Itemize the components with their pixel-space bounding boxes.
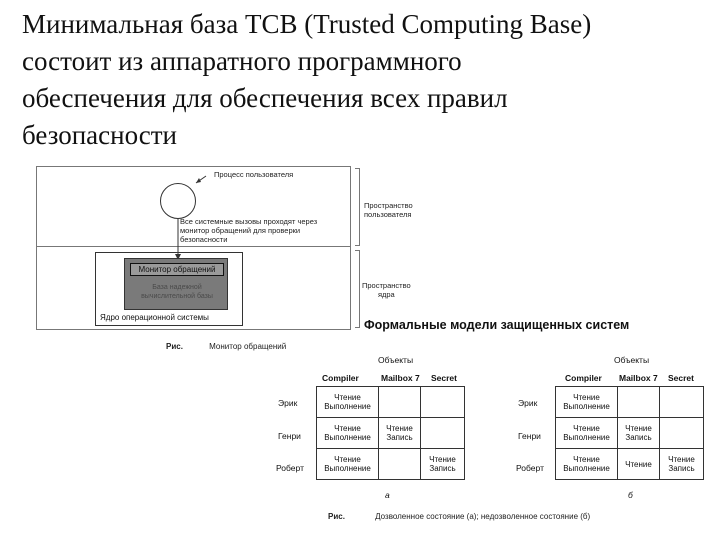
row-subject: Эрик [518,398,538,408]
row-subject: Роберт [516,463,544,473]
objects-label: Объекты [614,355,650,365]
slide-title: Минимальная база TCB (Trusted Computing … [22,6,712,154]
monitor-sublabel: База надежной вычислительной базы [128,284,226,301]
column-header: Mailbox 7 [619,373,658,383]
row-subject: Эрик [278,398,298,408]
diagram-frame [36,166,351,330]
diagram-arrows [175,175,207,260]
table-cell: Чтение [617,448,660,480]
title-line: состоит из аппаратного программного [22,46,462,76]
kernel-space-label: Пространство ядра [362,281,411,299]
table-cell [420,417,465,449]
monitor-sublabel-line: База надежной [152,284,202,291]
monitor-label: Монитор обращений [130,263,224,276]
matrix-caption-text: Дозволенное состояние (а); недозволенное… [375,512,591,521]
process-label: Процесс пользователя [214,170,294,179]
process-arrow-head [196,178,201,183]
os-kernel-box [95,252,243,326]
syscall-note-line: монитор обращений для проверки [180,226,301,235]
section-title: Формальные модели защищенных систем [364,318,630,332]
diagram-caption-text: Монитор обращений [209,342,287,351]
diagram-caption-prefix: Рис. [166,342,183,351]
matrix-sub-label: а [385,490,390,500]
title-line: обеспечения для обеспечения всех правил [22,83,508,113]
column-header: Secret [668,373,694,383]
monitor-sublabel-line: вычислительной базы [141,292,213,300]
table-cell [420,386,465,418]
table-cell [659,386,704,418]
row-subject: Генри [518,431,541,441]
matrix-sub-label: б [628,490,633,500]
matrix-caption-prefix: Рис. [328,512,345,521]
user-space-label: Пространство пользователя [364,201,413,219]
column-header: Compiler [565,373,602,383]
table-cell [378,386,421,418]
row-subject: Генри [278,431,301,441]
title-line: безопасности [22,120,177,150]
user-space-bracket [355,168,360,246]
os-kernel-label: Ядро операционной системы [100,313,209,322]
syscall-note-line: безопасности [180,235,228,244]
kernel-space-label-line: ядра [377,290,395,299]
table-cell [378,448,421,480]
kernel-space-bracket [355,250,360,328]
diagram-caption: Рис. Монитор обращений [166,342,286,351]
syscall-note-line: Все системные вызовы проходят через [180,217,318,226]
syscall-arrow-head [175,254,181,260]
table-cell [617,386,660,418]
user-space-label-line: Пространство [364,201,413,210]
matrix-caption: Рис. Дозволенное состояние (а); недозвол… [328,512,590,521]
column-header: Secret [431,373,457,383]
row-subject: Роберт [276,463,304,473]
column-header: Mailbox 7 [381,373,420,383]
objects-label: Объекты [378,355,414,365]
column-header: Compiler [322,373,359,383]
user-process-circle [160,183,196,219]
title-line: Минимальная база TCB (Trusted Computing … [22,9,592,39]
user-space-label-line: пользователя [364,210,412,219]
table-cell [659,417,704,449]
syscall-note: Все системные вызовы проходят через мони… [180,217,350,244]
kernel-space-label-line: Пространство [362,281,411,290]
user-kernel-divider [36,246,351,247]
